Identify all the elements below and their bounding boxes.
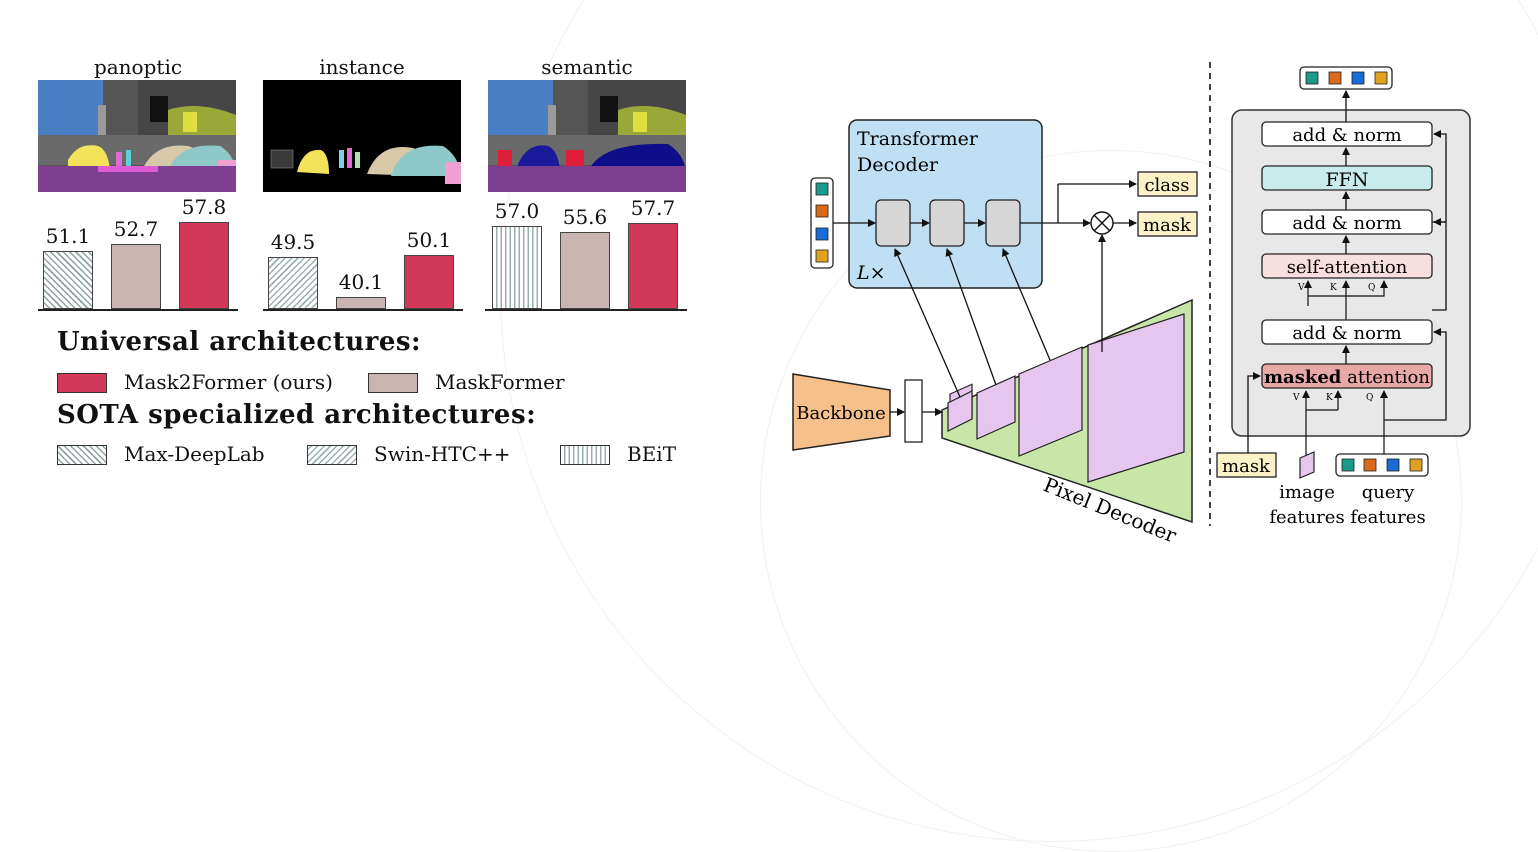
slide: panoptic instance [38, 0, 1538, 852]
panel-title-instance: instance [319, 55, 405, 79]
max-deeplab-swatch [57, 445, 107, 465]
universal-architectures-heading: Universal architectures: [57, 327, 422, 357]
transformer-decoder-title: Decoder [857, 154, 939, 176]
query-token-gold [815, 249, 829, 263]
bar-value-label: 55.6 [562, 204, 608, 229]
add-norm-middle-label: add & norm [1292, 213, 1401, 234]
bar-value-label: 49.5 [270, 230, 316, 255]
self-attention-k: K [1330, 283, 1337, 293]
bar-instance-swin-htc [268, 257, 318, 309]
bar-instance-mask2former [404, 254, 454, 309]
add-norm-middle [1261, 209, 1433, 235]
output-token-blue [1351, 71, 1365, 85]
class-output-box [1137, 171, 1198, 197]
self-attention-v: V [1297, 283, 1305, 293]
query-token-blue [815, 227, 829, 241]
bar-value-label: 57.8 [181, 195, 227, 220]
mask2former-swatch [57, 373, 107, 393]
layer-count-label: L× [856, 262, 886, 284]
self-attention-box [1261, 253, 1433, 279]
mask-input-label: mask [1222, 456, 1271, 477]
decoder-layer [985, 199, 1021, 247]
maskformer-swatch [368, 373, 418, 393]
beit-swatch [560, 445, 610, 465]
decoder-layer [929, 199, 965, 247]
query-features-label: query [1362, 482, 1415, 503]
add-norm-lower-label: add & norm [1292, 323, 1401, 344]
panoptic-thumbnail [38, 80, 236, 192]
semantic-thumbnail [488, 80, 686, 192]
self-attention-label: self-attention [1287, 257, 1408, 278]
bar-value-label: 40.1 [338, 269, 384, 294]
query-feature-blue [1386, 458, 1400, 472]
output-tokens [1299, 66, 1393, 90]
bar-value-label: 57.7 [630, 195, 676, 220]
mask-output-box [1137, 211, 1198, 237]
maskformer-label: MaskFormer [435, 370, 565, 394]
masked-attention-k: K [1326, 393, 1333, 403]
bar-panoptic-maskformer [111, 243, 161, 309]
mask-input-box [1216, 452, 1277, 478]
swin-htc-label: Swin-HTC++ [374, 442, 511, 466]
feature-map [1018, 346, 1083, 457]
output-token-teal [1305, 71, 1319, 85]
query-token-orange [815, 204, 829, 218]
backbone-feature [904, 379, 923, 443]
feature-map [1087, 313, 1185, 483]
feature-map [976, 375, 1016, 440]
ffn-label: FFN [1326, 169, 1369, 191]
image-features-label: features [1269, 507, 1344, 528]
backbone-shape [792, 373, 891, 451]
masked-attention-label: masked attention [1264, 367, 1430, 388]
add-norm-top [1261, 121, 1433, 147]
query-token-teal [815, 182, 829, 196]
bar-panoptic-max-deeplab [43, 250, 93, 309]
decoder-layer [875, 199, 911, 247]
masked-attention-v: V [1292, 393, 1300, 403]
sota-architectures-heading: SOTA specialized architectures: [57, 400, 537, 430]
add-norm-lower [1261, 319, 1433, 345]
bar-instance-maskformer [336, 296, 386, 309]
output-token-orange [1328, 71, 1342, 85]
masked-attention-q: Q [1366, 393, 1373, 403]
add-norm-top-label: add & norm [1292, 125, 1401, 146]
bar-value-label: 50.1 [406, 227, 452, 252]
swin-htc-swatch [307, 445, 357, 465]
panel-title-semantic: semantic [541, 55, 633, 79]
bar-semantic-maskformer [560, 231, 610, 309]
image-features-label: image [1279, 482, 1335, 503]
panel-axis [263, 309, 463, 311]
bar-semantic-mask2former [628, 222, 678, 309]
masked-attention-box [1261, 363, 1433, 389]
backbone-label: Backbone [796, 403, 886, 424]
query-features-tokens [1335, 453, 1429, 477]
self-attention-q: Q [1368, 283, 1375, 293]
image-features-icon [1299, 451, 1315, 479]
transformer-decoder-title: Transformer [857, 128, 979, 150]
class-output-label: class [1144, 175, 1189, 196]
query-feature-gold [1409, 458, 1423, 472]
bar-panoptic-mask2former [179, 222, 229, 309]
bar-value-label: 51.1 [45, 223, 91, 248]
mask-output-label: mask [1143, 215, 1192, 236]
ffn-box [1261, 165, 1433, 191]
query-feature-orange [1363, 458, 1377, 472]
panel-axis [38, 309, 238, 311]
query-feature-teal [1341, 458, 1355, 472]
max-deeplab-label: Max-DeepLab [124, 442, 265, 466]
bar-value-label: 57.0 [494, 198, 540, 223]
bar-semantic-beit [492, 225, 542, 309]
bar-value-label: 52.7 [113, 216, 159, 241]
architecture-diagram: Pixel Decoder Transformer Decoder L× cla… [792, 62, 1471, 548]
feature-map [947, 390, 973, 432]
output-token-gold [1374, 71, 1388, 85]
beit-label: BEiT [627, 442, 677, 466]
instance-thumbnail [263, 80, 461, 192]
query-features-label: features [1350, 507, 1425, 528]
mask2former-label: Mask2Former (ours) [124, 370, 333, 394]
panel-axis [485, 309, 687, 311]
panel-title-panoptic: panoptic [93, 55, 183, 79]
